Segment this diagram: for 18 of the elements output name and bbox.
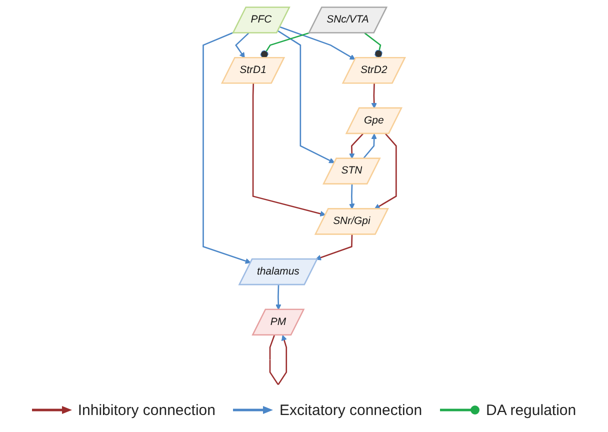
arrow — [275, 284, 282, 310]
legend-label: Inhibitory connection — [78, 402, 216, 418]
arrow — [374, 133, 397, 210]
connector — [260, 32, 310, 58]
arrow — [278, 30, 335, 164]
arrow — [252, 83, 326, 216]
arrow — [280, 26, 356, 60]
arrow — [348, 184, 355, 210]
arrow — [371, 83, 377, 109]
legend-label: DA regulation — [486, 402, 576, 418]
arrow — [234, 32, 250, 58]
arrow — [362, 134, 377, 160]
arrow — [202, 32, 251, 264]
arrow — [315, 234, 353, 260]
connector — [364, 32, 382, 58]
legend-label: Excitatory connection — [279, 402, 422, 418]
arrow — [269, 334, 287, 386]
arrow — [348, 133, 364, 159]
